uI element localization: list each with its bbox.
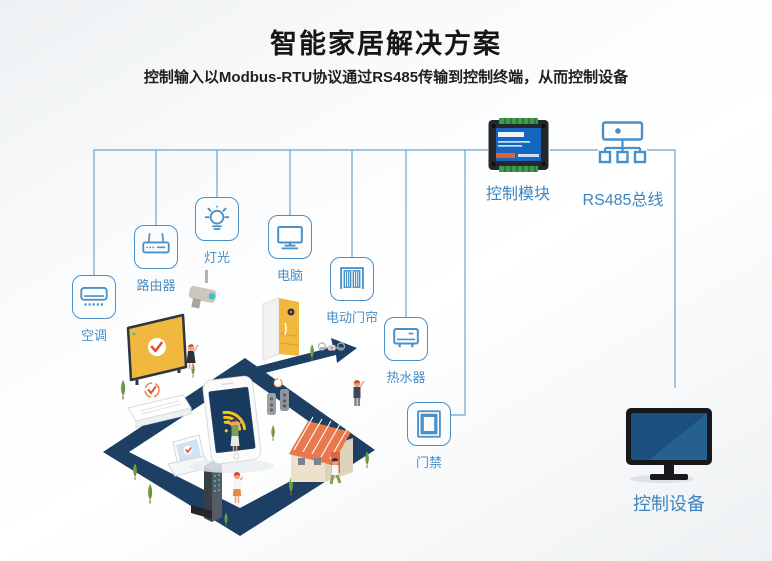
page-subtitle: 控制输入以Modbus-RTU协议通过RS485传输到控制终端，从而控制设备 xyxy=(143,69,629,86)
rs485-bus-node: RS485总线 xyxy=(583,121,663,210)
device-node-curtain: 电动门帘 xyxy=(326,257,378,326)
road-loop xyxy=(103,338,375,536)
router-icon xyxy=(134,225,178,269)
people xyxy=(186,344,365,503)
device-node-router: 路由器 xyxy=(134,225,178,294)
desktop-monitor-icon xyxy=(626,408,712,483)
control-device-label: 控制设备 xyxy=(633,494,705,514)
bus-topology-icon xyxy=(598,121,647,164)
laptop xyxy=(167,434,212,477)
device-node-computer: 电脑 xyxy=(268,215,312,284)
rs485-bus-label: RS485总线 xyxy=(582,192,664,209)
electric-curtain-icon xyxy=(330,257,374,301)
smartphone-wifi xyxy=(190,375,274,473)
smart-home-illustration xyxy=(103,270,375,536)
page-title: 智能家居解决方案 xyxy=(270,29,502,59)
control-device-node: 控制设备 xyxy=(624,408,714,516)
security-camera xyxy=(188,270,217,309)
device-node-light: 灯光 xyxy=(195,197,239,266)
computer-monitor-icon xyxy=(268,215,312,259)
control-module-label: 控制模块 xyxy=(486,186,551,203)
device-label-router: 路由器 xyxy=(136,278,176,293)
plc-module-image xyxy=(488,118,548,172)
device-node-door: 门禁 xyxy=(407,402,451,471)
device-node-heater: 热水器 xyxy=(384,317,428,386)
air-conditioner-unit xyxy=(127,382,192,428)
device-node-air-conditioner: 空调 xyxy=(72,275,116,344)
refrigerator xyxy=(262,297,299,361)
control-module-node: 控制模块 xyxy=(486,118,550,204)
device-label-computer: 电脑 xyxy=(276,268,303,283)
light-bulb-icon xyxy=(195,197,239,241)
device-label-curtain: 电动门帘 xyxy=(326,310,379,325)
drone xyxy=(317,342,346,351)
water-heater-icon xyxy=(384,317,428,361)
device-label-light: 灯光 xyxy=(203,250,230,265)
device-label-air-conditioner: 空调 xyxy=(80,328,107,343)
device-label-heater: 热水器 xyxy=(386,370,426,385)
door-access-icon xyxy=(407,402,451,446)
house xyxy=(289,416,353,482)
speakers xyxy=(267,378,289,415)
device-label-door: 门禁 xyxy=(415,455,442,470)
tv-screen xyxy=(126,313,188,385)
air-conditioner-icon xyxy=(72,275,116,319)
